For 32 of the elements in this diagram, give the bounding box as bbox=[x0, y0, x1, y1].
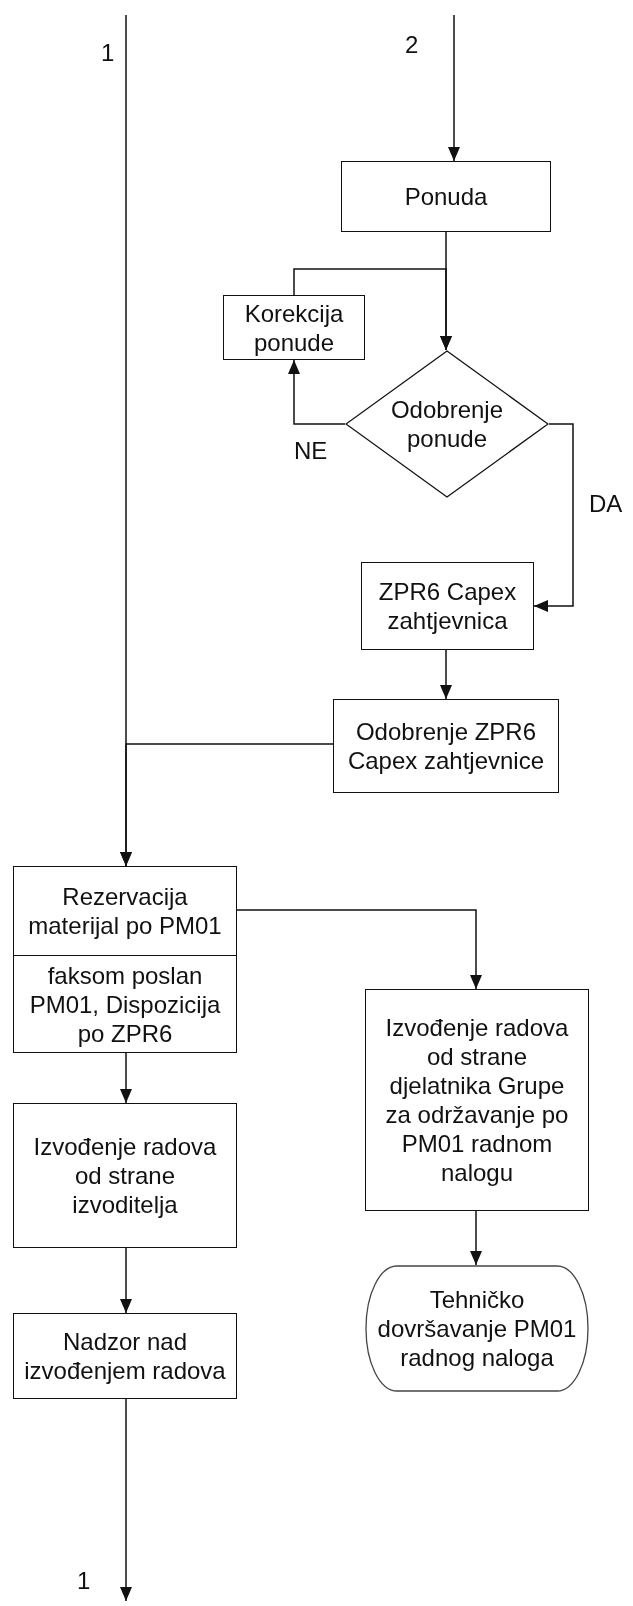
arrow bbox=[533, 423, 574, 612]
process-box bbox=[333, 699, 559, 793]
node-text: Odobrenje ZPR6 Capex zahtjevnice bbox=[346, 717, 546, 775]
arrow bbox=[470, 1210, 482, 1266]
process-box bbox=[341, 161, 551, 232]
node-text: faksom poslan PM01, Dispozicija po ZPR6 bbox=[28, 960, 222, 1048]
arrow bbox=[440, 649, 452, 700]
decision-diamond bbox=[345, 350, 549, 498]
node-text: Izvođenje radova od strane djelatnika Grupe za održavanje po PM01 radnom nalogu bbox=[384, 1013, 570, 1187]
node-text: Rezervacija materijal po PM01 bbox=[27, 882, 223, 940]
process-box bbox=[223, 295, 365, 360]
node-text: Nadzor nad izvođenjem radova bbox=[23, 1327, 227, 1385]
process-box bbox=[13, 866, 237, 1053]
node-text: Korekcija ponude bbox=[243, 298, 345, 357]
arrow bbox=[120, 743, 334, 867]
node-text: ZPR6 Capex zahtjevnica bbox=[377, 577, 518, 635]
arrow bbox=[120, 1247, 132, 1314]
node-text: Odobrenje ponude bbox=[389, 395, 505, 453]
arrow bbox=[288, 359, 346, 425]
node-text: Ponuda bbox=[403, 182, 489, 211]
node-text: Izvođenje radova od strane izvoditelja bbox=[32, 1132, 218, 1219]
arrow bbox=[120, 1052, 132, 1104]
process-box bbox=[365, 989, 589, 1211]
process-box bbox=[361, 562, 534, 650]
arrow bbox=[293, 268, 452, 351]
node-text: Tehničko dovršavanje PM01 radnog naloga bbox=[376, 1285, 578, 1372]
terminator-shape bbox=[365, 1265, 589, 1392]
process-box bbox=[13, 1103, 237, 1248]
arrow bbox=[120, 1398, 132, 1602]
arrow bbox=[448, 14, 460, 162]
arrow bbox=[236, 909, 482, 990]
process-box bbox=[13, 1313, 237, 1399]
